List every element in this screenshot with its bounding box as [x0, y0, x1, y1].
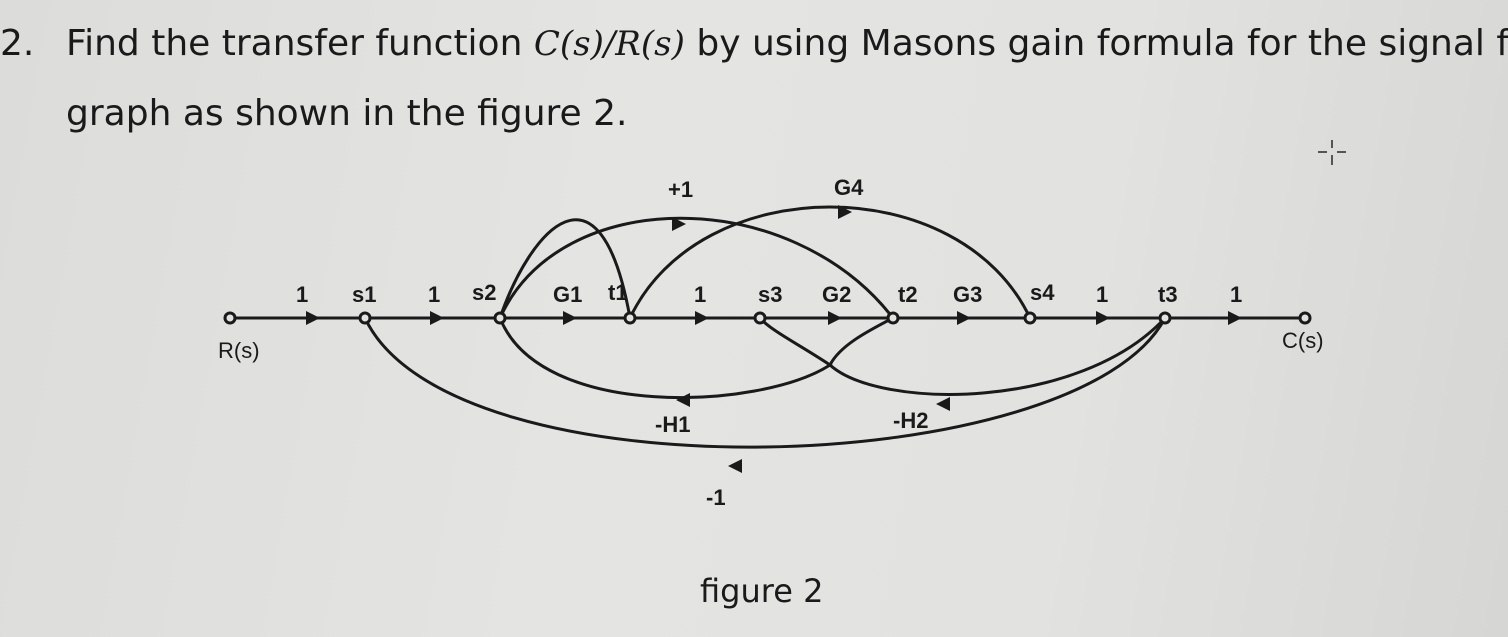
label-plus1: +1 — [668, 177, 693, 202]
label-s1: s1 — [352, 282, 376, 307]
arrow-s4-t3 — [1096, 311, 1110, 325]
gain-g3: G3 — [953, 282, 982, 307]
branch-h2-arc — [828, 316, 1167, 396]
transfer-function-expression: C(s)/R(s) — [533, 24, 685, 64]
node-s1 — [358, 311, 372, 325]
branch-minus1-arc — [363, 317, 1167, 449]
node-t1 — [623, 311, 637, 325]
label-t3: t3 — [1158, 282, 1178, 307]
label-h2: -H2 — [893, 408, 928, 433]
arrow-h2 — [936, 397, 950, 411]
node-s2 — [493, 311, 507, 325]
arrow-s1-s2 — [430, 311, 444, 325]
gain-t3-c: 1 — [1230, 282, 1242, 307]
question-text-before: Find the transfer function — [66, 23, 523, 64]
arrow-s2-t1 — [563, 311, 577, 325]
label-output: C(s) — [1282, 328, 1324, 353]
node-c — [1298, 311, 1312, 325]
arrow-t3-c — [1228, 311, 1242, 325]
question-line-1: 2. Find the transfer function C(s)/R(s) b… — [0, 8, 1508, 80]
arrow-h1 — [676, 393, 690, 407]
node-t2 — [886, 311, 900, 325]
node-s3 — [753, 311, 767, 325]
branch-g4-arc — [628, 205, 1032, 319]
move-cursor-icon — [1318, 140, 1346, 165]
node-r — [223, 311, 237, 325]
label-input: R(s) — [218, 338, 260, 363]
label-t1: t1 — [608, 280, 628, 305]
arrow-r-s1 — [306, 311, 320, 325]
label-s2: s2 — [472, 280, 496, 305]
arrow-t2-s4 — [957, 311, 971, 325]
branch-h1-arc — [498, 316, 833, 400]
branch-g4-over-arc-a — [498, 216, 895, 319]
gain-g1: G1 — [553, 282, 582, 307]
label-t2: t2 — [898, 282, 918, 307]
arrow-plus1 — [672, 217, 686, 231]
branch-plus1-arc — [498, 218, 632, 319]
label-minus1: -1 — [706, 485, 726, 510]
arrow-minus1 — [728, 459, 742, 473]
label-g4: G4 — [834, 175, 864, 200]
arrow-s3-t2 — [828, 311, 842, 325]
gain-s4-t3: 1 — [1096, 282, 1108, 307]
gain-t1-s3: 1 — [694, 282, 706, 307]
arrow-g4 — [838, 205, 852, 219]
gain-r-s1: 1 — [296, 282, 308, 307]
label-s4: s4 — [1030, 280, 1055, 305]
label-h1: -H1 — [655, 412, 690, 437]
question-text-after: by using Masons gain formula for the sig… — [696, 23, 1508, 64]
label-s3: s3 — [758, 282, 782, 307]
question-number: 2. — [0, 23, 35, 64]
node-s4 — [1023, 311, 1037, 325]
node-t3 — [1158, 311, 1172, 325]
gain-g2: G2 — [822, 282, 851, 307]
gain-s1-s2: 1 — [428, 282, 440, 307]
question-line-2: graph as shown in the figure 2. — [66, 93, 628, 134]
figure-caption: figure 2 — [700, 572, 824, 610]
arrow-t1-s3 — [695, 311, 709, 325]
